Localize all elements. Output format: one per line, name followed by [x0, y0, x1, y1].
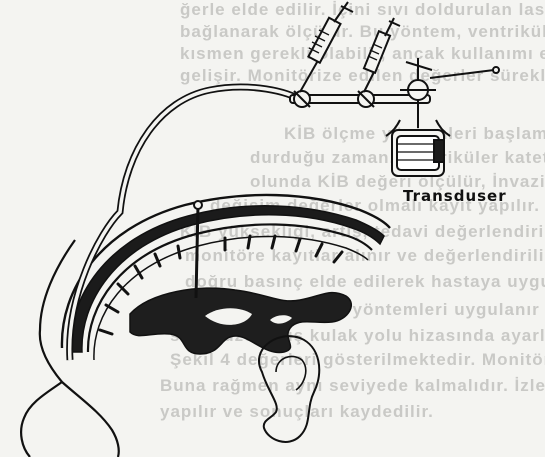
stopcock-valve-right	[400, 58, 499, 100]
ear	[259, 336, 319, 442]
ventricular-catheter-tip	[196, 205, 198, 298]
syringe-left	[300, 2, 353, 92]
pressure-transducer	[386, 100, 450, 176]
transducer-label: Transduser	[403, 187, 507, 205]
syringe-middle	[364, 18, 400, 92]
